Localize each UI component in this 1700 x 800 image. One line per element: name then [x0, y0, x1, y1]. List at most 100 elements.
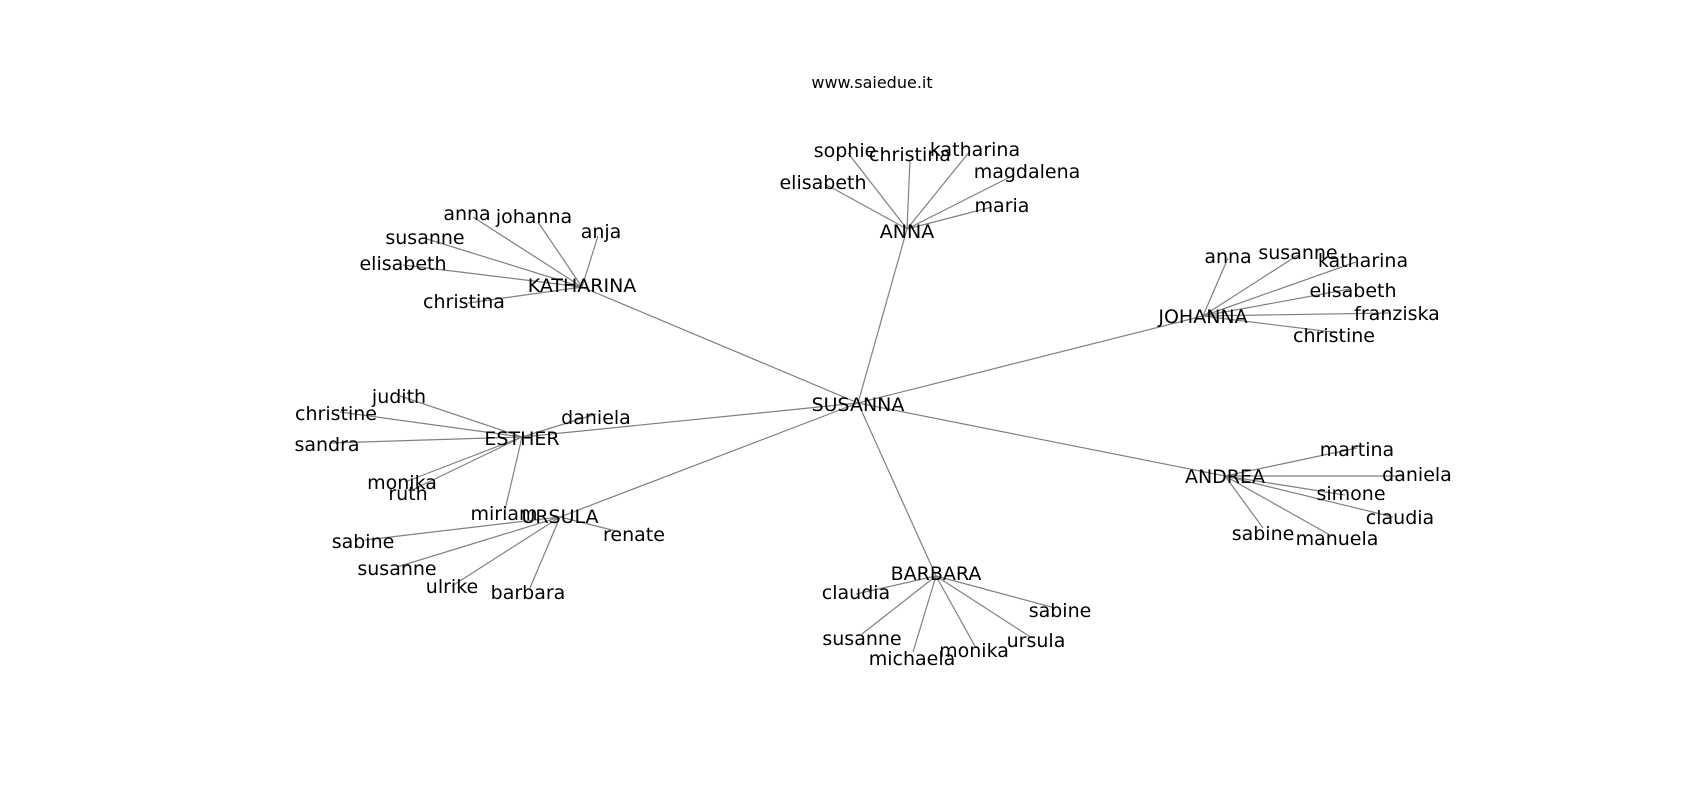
edge-johanna-franziska — [1202, 312, 1391, 317]
node-johanna: JOHANNA — [1157, 306, 1247, 328]
edge-andrea-martina — [1224, 447, 1358, 477]
node-katharina: KATHARINA — [528, 275, 637, 297]
node-anna-christina: christina — [869, 144, 951, 166]
edge-andrea-manuela — [1224, 475, 1331, 536]
edge-esther-miriam — [504, 436, 523, 511]
edge-anna-elisabeth — [824, 183, 908, 230]
node-johanna-elisabeth: elisabeth — [1309, 280, 1396, 302]
edge-johanna-susanne — [1202, 254, 1299, 317]
node-esther-monika: monika — [367, 472, 437, 494]
edge-esther-sandra — [329, 436, 523, 444]
edge-katharina-anna — [472, 216, 583, 288]
node-barbara-sabine: sabine — [1029, 600, 1092, 622]
edge-esther-judith — [399, 395, 523, 438]
edge-ursula-barbara — [529, 516, 561, 589]
edge-susanna-ursula — [559, 402, 859, 518]
node-ursula-sabine: sabine — [332, 531, 395, 553]
node-ursula-susanne: susanne — [357, 558, 436, 580]
node-andrea-sabine: sabine — [1232, 523, 1295, 545]
node-esther-judith: judith — [371, 386, 426, 408]
edge-susanna-katharina — [581, 286, 859, 404]
edge-anna-katharina — [906, 150, 971, 230]
edge-ursula-susanne — [396, 516, 561, 568]
edge-johanna-christine — [1202, 315, 1333, 333]
edge-susanna-anna — [857, 228, 908, 404]
node-ursula: URSULA — [521, 506, 598, 528]
edge-ursula-sabine — [364, 516, 561, 541]
node-andrea-claudia: claudia — [1366, 507, 1434, 529]
caption-text: www.saiedue.it — [811, 73, 932, 92]
edges-layer — [329, 150, 1404, 653]
edge-susanna-andrea — [857, 402, 1226, 477]
edge-anna-magdalena — [906, 176, 1011, 230]
edge-esther-daniela — [521, 413, 597, 438]
node-esther-sandra: sandra — [294, 434, 359, 456]
node-esther-christine: christine — [295, 403, 377, 425]
edge-katharina-elisabeth — [402, 264, 583, 288]
edge-susanna-esther — [521, 402, 859, 438]
node-johanna-susanne: susanne — [1258, 242, 1337, 264]
edge-johanna-elisabeth — [1202, 288, 1351, 317]
node-katharina-anja: anja — [581, 221, 622, 243]
edge-andrea-claudia — [1224, 475, 1394, 518]
edge-esther-monika — [404, 436, 523, 483]
edge-susanna-johanna — [857, 315, 1204, 404]
edge-barbara-ursula — [935, 575, 1033, 639]
node-anna-elisabeth: elisabeth — [779, 172, 866, 194]
edge-katharina-anja — [581, 235, 599, 288]
edge-ursula-ulrike — [451, 516, 561, 587]
node-ursula-ulrike: ulrike — [426, 576, 478, 598]
node-esther-miriam: miriam — [470, 503, 537, 525]
node-anna-sophie: sophie — [814, 140, 877, 162]
node-johanna-franziska: franziska — [1354, 303, 1440, 325]
edge-barbara-michaela — [912, 575, 937, 653]
edge-esther-christine — [339, 411, 523, 438]
node-esther-daniela: daniela — [561, 407, 631, 429]
node-andrea-martina: martina — [1320, 439, 1394, 461]
edge-johanna-katharina — [1202, 261, 1357, 317]
edge-barbara-monika — [935, 575, 977, 649]
edge-ursula-renate — [559, 516, 621, 533]
edge-anna-maria — [906, 206, 993, 230]
edge-barbara-susanne — [861, 575, 937, 635]
node-katharina-elisabeth: elisabeth — [359, 253, 446, 275]
node-katharina-johanna: johanna — [495, 206, 572, 228]
node-anna: ANNA — [880, 221, 934, 243]
node-esther: ESTHER — [484, 428, 559, 450]
node-anna-maria: maria — [975, 195, 1030, 217]
node-andrea-manuela: manuela — [1296, 528, 1379, 550]
edge-katharina-christina — [467, 286, 583, 304]
node-barbara-claudia: claudia — [822, 582, 890, 604]
node-anna-katharina: katharina — [930, 139, 1020, 161]
edge-johanna-anna — [1202, 257, 1229, 317]
node-andrea-simone: simone — [1316, 483, 1385, 505]
edge-andrea-simone — [1224, 475, 1346, 496]
node-ursula-renate: renate — [603, 524, 665, 546]
node-barbara: BARBARA — [891, 563, 982, 585]
node-esther-ruth: ruth — [388, 483, 427, 505]
edge-katharina-johanna — [537, 221, 583, 288]
node-katharina-christina: christina — [423, 291, 505, 313]
node-susanna: SUSANNA — [812, 394, 905, 416]
edge-anna-christina — [906, 159, 911, 230]
node-katharina-susanne: susanne — [385, 227, 464, 249]
node-barbara-susanne: susanne — [822, 628, 901, 650]
node-johanna-christine: christine — [1293, 325, 1375, 347]
edge-barbara-claudia — [855, 575, 937, 595]
edge-andrea-sabine — [1224, 475, 1264, 529]
node-katharina-anna: anna — [443, 203, 490, 225]
edge-esther-ruth — [409, 436, 523, 492]
node-andrea: ANDREA — [1185, 466, 1265, 488]
node-johanna-katharina: katharina — [1318, 250, 1408, 272]
edge-susanna-barbara — [857, 402, 937, 577]
node-johanna-anna: anna — [1204, 246, 1251, 268]
node-ursula-barbara: barbara — [491, 582, 566, 604]
node-barbara-monika: monika — [939, 640, 1009, 662]
node-anna-magdalena: magdalena — [974, 161, 1081, 183]
edge-anna-sophie — [847, 152, 908, 230]
node-barbara-michaela: michaela — [869, 648, 956, 670]
node-andrea-daniela: daniela — [1382, 464, 1452, 486]
node-barbara-ursula: ursula — [1007, 630, 1066, 652]
